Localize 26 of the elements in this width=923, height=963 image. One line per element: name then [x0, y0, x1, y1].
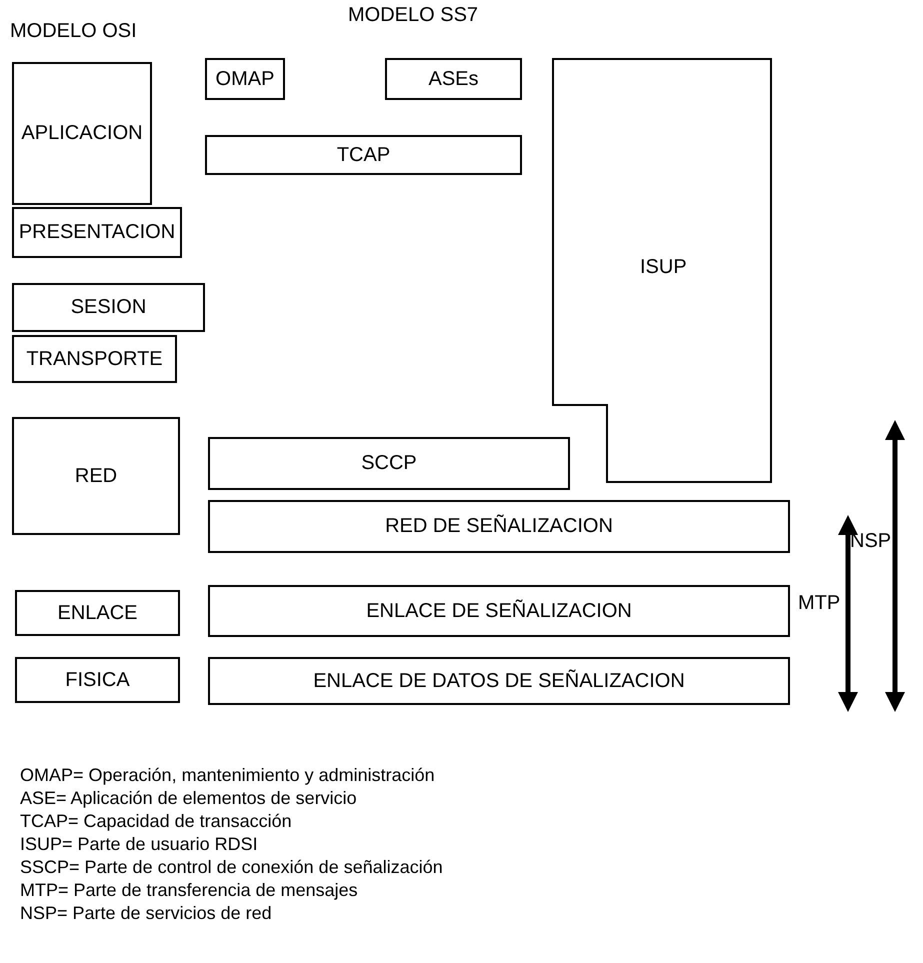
- layer-box: RED: [12, 417, 180, 535]
- layer-box: ASEs: [385, 58, 522, 100]
- legend-text: NSP= Parte de servicios de red: [20, 903, 272, 924]
- layer-box: ENLACE DE SEÑALIZACION: [208, 585, 790, 637]
- heading: MODELO OSI: [10, 20, 137, 43]
- range-label: MTP: [798, 592, 840, 615]
- heading: MODELO SS7: [348, 4, 478, 27]
- layer-box: OMAP: [205, 58, 285, 100]
- range-label: NSP: [850, 530, 892, 553]
- legend-text: ASE= Aplicación de elementos de servicio: [20, 788, 357, 809]
- layer-box: FISICA: [15, 657, 180, 703]
- legend-text: ISUP= Parte de usuario RDSI: [20, 834, 258, 855]
- layer-box: SESION: [12, 283, 205, 332]
- layer-box: RED DE SEÑALIZACION: [208, 500, 790, 553]
- legend-text: SSCP= Parte de control de conexión de señalización: [20, 857, 443, 878]
- layer-box: TRANSPORTE: [12, 335, 177, 383]
- layer-box: PRESENTACION: [12, 207, 182, 258]
- legend-text: OMAP= Operación, mantenimiento y administración: [20, 765, 435, 786]
- layer-box: ENLACE: [15, 590, 180, 636]
- legend-text: MTP= Parte de transferencia de mensajes: [20, 880, 358, 901]
- layer-box: ENLACE DE DATOS DE SEÑALIZACION: [208, 657, 790, 705]
- layer-label: ISUP: [640, 256, 687, 279]
- layer-box: SCCP: [208, 437, 570, 490]
- layer-box: APLICACION: [12, 62, 152, 205]
- legend-text: TCAP= Capacidad de transacción: [20, 811, 292, 832]
- layer-box: TCAP: [205, 135, 522, 175]
